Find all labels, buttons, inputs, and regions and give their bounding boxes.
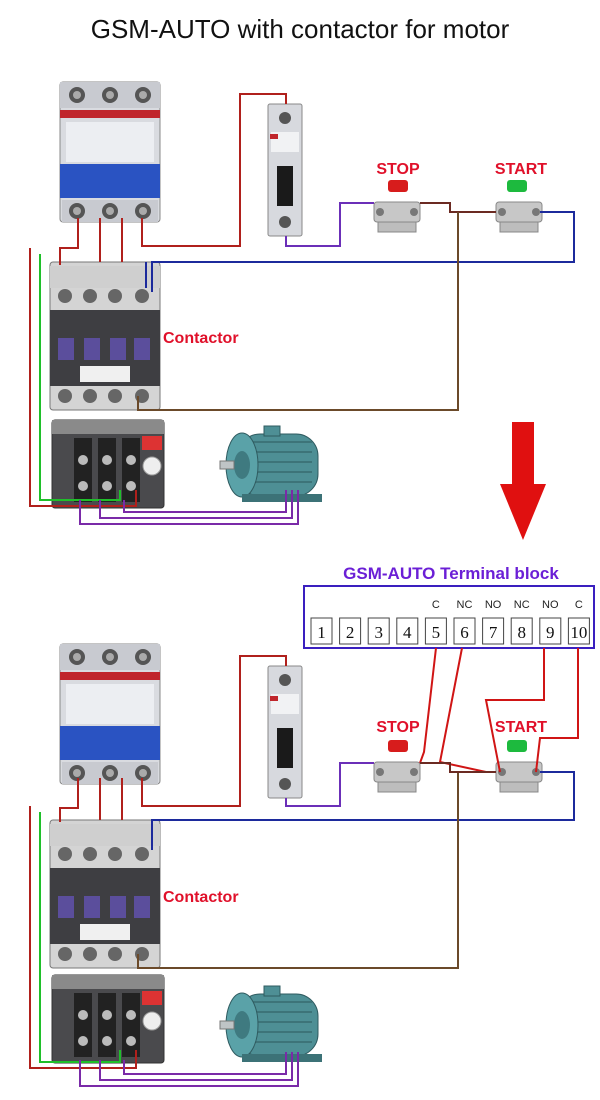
three-pole-breaker-bottom [59,643,161,785]
terminal-number-5: 5 [432,623,441,642]
terminal-code-7: NO [485,599,502,611]
motor-top [219,425,323,503]
terminal-number-8: 8 [517,623,526,642]
terminal-cell-8 [510,617,533,645]
terminal-number-4: 4 [403,623,412,642]
terminal-cell-4 [396,617,419,645]
terminal-code-10: C [575,599,583,611]
start-label-top: START [495,161,547,178]
terminal-code-8: NC [514,599,530,611]
start-button-top [495,201,543,233]
contactor-label-bottom: Contactor [163,889,239,906]
contactor-label-top: Contactor [163,330,239,347]
terminal-number-2: 2 [346,623,355,642]
bottom-diagram [29,643,579,1087]
top-diagram [29,81,575,525]
stop-cap-bottom [388,740,408,752]
overload-relay-bottom [51,974,165,1064]
contactor-top [49,261,161,411]
terminal-number-10: 10 [570,623,587,642]
stop-button-top [373,201,421,233]
diagram-title: GSM-AUTO with contactor for motor [90,14,510,44]
single-pole-breaker-bottom [267,665,303,799]
stop-cap-top [388,180,408,192]
overload-relay-top [51,419,165,509]
terminal-number-1: 1 [317,623,326,642]
terminal-cell-1 [310,617,333,645]
start-cap-top [507,180,527,192]
terminal-number-9: 9 [546,623,555,642]
three-pole-breaker-top [59,81,161,223]
terminal-cell-3 [367,617,390,645]
terminal-block-label: GSM-AUTO Terminal block [343,564,559,583]
terminal-number-3: 3 [374,623,383,642]
terminal-code-5: C [432,599,440,611]
stop-label-top: STOP [376,161,420,178]
start-button-bottom [495,761,543,793]
terminal-code-6: NC [457,599,473,611]
stop-label-bottom: STOP [376,719,420,736]
wires-bottom [29,647,579,1087]
terminal-cell-2 [339,617,362,645]
terminal-number-6: 6 [460,623,469,642]
contactor-bottom [49,819,161,969]
wires-top [29,93,575,525]
single-pole-breaker-top [267,103,303,237]
start-cap-bottom [507,740,527,752]
terminal-cell-5 [424,617,447,645]
stop-button-bottom [373,761,421,793]
terminal-cell-10 [567,617,590,645]
terminal-number-7: 7 [489,623,498,642]
terminal-code-9: NO [542,599,559,611]
terminal-cell-6 [453,617,476,645]
down-arrow [500,422,546,540]
start-label-bottom: START [495,719,547,736]
terminal-cell-9 [539,617,562,645]
terminal-cell-7 [482,617,505,645]
motor-bottom [219,985,323,1063]
